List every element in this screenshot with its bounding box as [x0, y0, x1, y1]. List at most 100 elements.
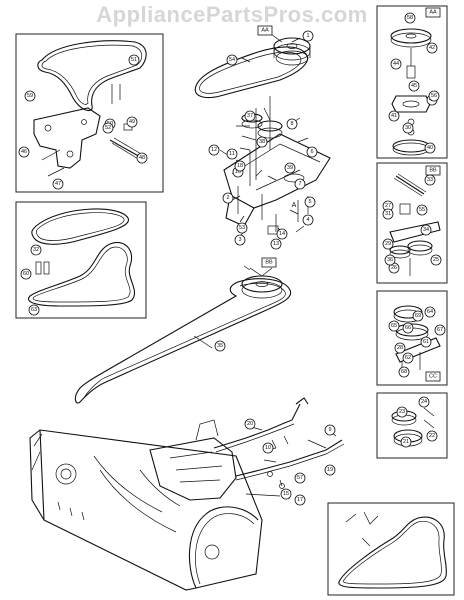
clip-parts [35, 261, 50, 275]
inset-panel-idler [376, 392, 448, 459]
callout-label: 39 [287, 165, 293, 171]
callout-25: 25 [430, 254, 442, 266]
callout-59: 59 [24, 90, 36, 102]
callout-48: 48 [136, 152, 148, 164]
callout-28: 28 [394, 342, 406, 354]
callout-54: 54 [226, 54, 238, 66]
svg-text:BB: BB [429, 168, 437, 174]
callout-31: 31 [382, 208, 394, 220]
belt-inset-serpentine [28, 242, 136, 307]
callout-51: 51 [128, 54, 140, 66]
callout-20: 20 [244, 418, 256, 430]
callout-64: 64 [424, 306, 436, 318]
svg-text:CC: CC [429, 374, 437, 380]
callout-label: 53 [239, 225, 245, 231]
callout-33: 33 [424, 174, 436, 186]
callout-68: 68 [398, 366, 410, 378]
letter-marker-a-upper: A [292, 202, 297, 209]
callout-57: 57 [294, 472, 306, 484]
callout-label: 45 [411, 83, 417, 89]
callout-62: 62 [402, 352, 414, 364]
callout-label: 64 [427, 309, 433, 315]
callout-label: 8 [290, 121, 293, 127]
callout-label: 58 [407, 15, 413, 21]
callout-29: 29 [382, 238, 394, 250]
callout-label: 40 [427, 145, 433, 151]
linkage-rods [213, 397, 345, 497]
section-tag-aa-main: AA [257, 25, 273, 36]
callout-11: 11 [226, 148, 238, 160]
callout-label: 52 [105, 125, 111, 131]
callout-18: 18 [234, 160, 246, 172]
section-tag-aa-inset: AA [425, 7, 441, 18]
callout-15: 15 [280, 488, 292, 500]
callout-label: 66 [405, 325, 411, 331]
callout-60: 60 [20, 268, 32, 280]
callout-label: 7 [298, 181, 301, 187]
callout-35: 35 [214, 340, 226, 352]
callout-label: 19 [327, 467, 333, 473]
callout-label: 16 [235, 169, 241, 175]
auger-housing [29, 429, 263, 591]
callout-label: 44 [393, 61, 399, 67]
section-tag-bb-inset: BB [425, 165, 441, 176]
inset-panel-bottom-belt [327, 502, 455, 596]
svg-text:AA: AA [429, 10, 437, 16]
callout-label: 17 [297, 497, 303, 503]
callout-label: 55 [419, 207, 425, 213]
callout-label: 2 [226, 195, 229, 201]
callout-10: 10 [262, 442, 274, 454]
cc-parts [393, 305, 441, 376]
callout-label: 54 [229, 57, 235, 63]
callout-44: 44 [390, 58, 402, 70]
callout-label: 3 [238, 237, 241, 243]
callout-label: 65 [391, 323, 397, 329]
callout-label: 49 [129, 119, 135, 125]
callout-1: 1 [302, 30, 314, 42]
callout-61: 61 [420, 336, 432, 348]
callout-label: 20 [247, 421, 253, 427]
callout-3: 3 [234, 234, 246, 246]
engine-pulley [273, 37, 311, 66]
callout-label: 4 [306, 217, 309, 223]
callout-label: 13 [273, 241, 279, 247]
callout-65: 65 [388, 320, 400, 332]
callout-37: 37 [244, 110, 256, 122]
belt-top-left [37, 40, 147, 112]
inset-panel-top-left [15, 33, 164, 193]
callout-49: 49 [126, 116, 138, 128]
callout-label: 26 [391, 265, 397, 271]
callout-38: 38 [256, 136, 268, 148]
callout-24: 24 [418, 396, 430, 408]
callout-6: 6 [306, 146, 318, 158]
callout-label: 18 [237, 163, 243, 169]
section-tag-bb-main: BB [261, 257, 277, 268]
callout-label: 36 [387, 257, 393, 263]
callout-label: 68 [401, 369, 407, 375]
callout-39: 39 [284, 162, 296, 174]
callout-label: 47 [55, 181, 61, 187]
callout-label: 37 [247, 113, 253, 119]
callout-53: 53 [236, 222, 248, 234]
callout-22: 22 [426, 430, 438, 442]
callout-7: 7 [294, 178, 306, 190]
callout-bubbles: 1234567891011121314151617181920212223242… [18, 12, 446, 506]
callout-42: 42 [426, 42, 438, 54]
callout-56: 56 [428, 90, 440, 102]
callout-label: 1 [306, 33, 309, 39]
callout-17: 17 [294, 494, 306, 506]
callout-label: 12 [211, 147, 217, 153]
section-tag-cc-inset: CC [425, 371, 441, 382]
svg-text:AA: AA [261, 28, 269, 34]
callout-label: 57 [297, 475, 303, 481]
callout-label: 31 [385, 211, 391, 217]
callout-label: 21 [403, 439, 409, 445]
belt-inset-loop [31, 208, 129, 245]
callout-19: 19 [324, 464, 336, 476]
callout-label: 48 [139, 155, 145, 161]
callout-66: 66 [402, 322, 414, 334]
inset-panel-belts [15, 201, 147, 319]
callout-label: 33 [427, 177, 433, 183]
callout-label: 59 [27, 93, 33, 99]
callout-67: 67 [434, 324, 446, 336]
